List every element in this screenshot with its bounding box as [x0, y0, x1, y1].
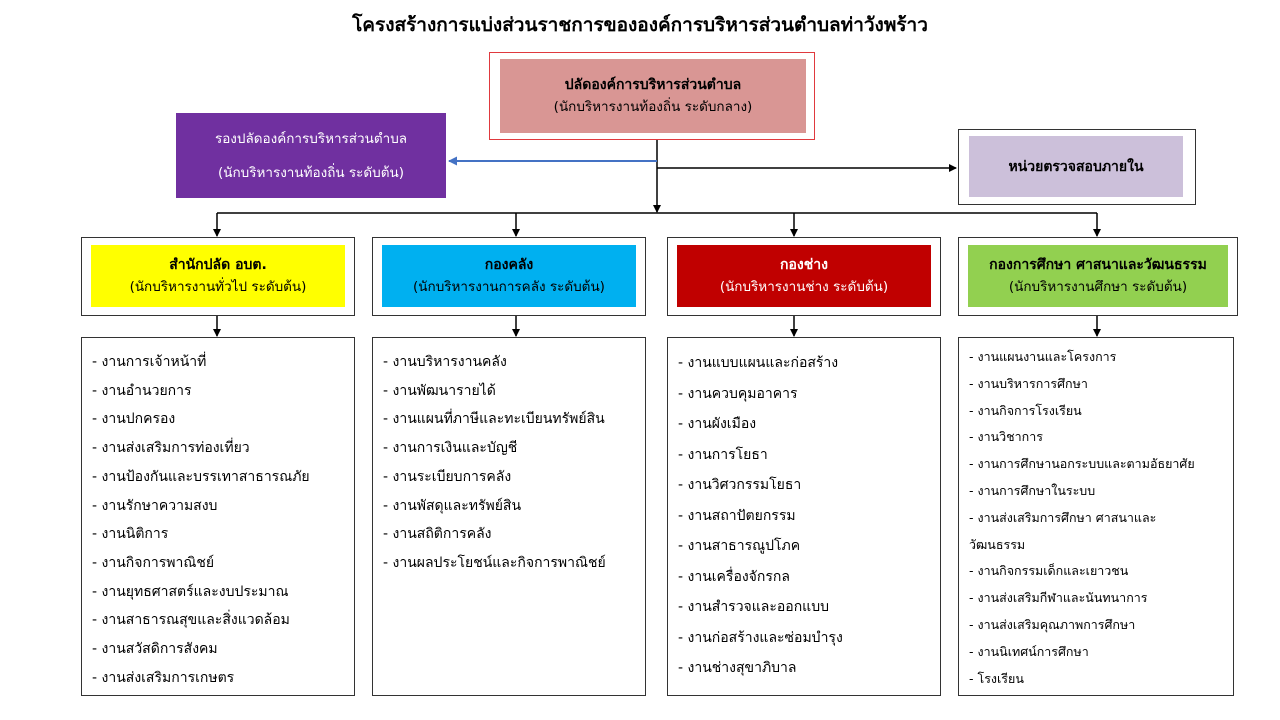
list-item: - งานส่งเสริมการท่องเที่ยว — [92, 440, 250, 457]
list-item: วัฒนธรรม — [969, 536, 1026, 552]
education-task-list: - งานแผนงานและโครงการ - งานบริหารการศึกษ… — [958, 337, 1234, 696]
list-item: - งานบริหารงานคลัง — [383, 354, 507, 370]
chief-position: (นักบริหารงานท้องถิ่น ระดับกลาง) — [553, 99, 753, 115]
list-item: - งานกิจการโรงเรียน — [969, 402, 1082, 418]
list-item: - งานอำนวยการ — [92, 382, 192, 399]
list-item: - งานบริหารการศึกษา — [969, 375, 1088, 391]
chief-box: ปลัดองค์การบริหารส่วนตำบล (นักบริหารงานท… — [500, 59, 806, 133]
list-item: - งานสาธารณสุขและสิ่งแวดล้อม — [92, 612, 290, 629]
list-item: - งานนิติการ — [92, 526, 169, 543]
list-item: - งานสถาปัตยกรรม — [678, 507, 796, 524]
engineering-position: (นักบริหารงานช่าง ระดับต้น) — [719, 279, 889, 295]
list-item: - งานส่งเสริมกีฬาและนันทนาการ — [969, 590, 1148, 606]
list-item: - งานควบคุมอาคาร — [678, 385, 798, 402]
list-item: - งานรักษาความสงบ — [92, 497, 218, 514]
finance-box: กองคลัง (นักบริหารงานการคลัง ระดับต้น) — [382, 245, 636, 307]
list-item: - งานวิชาการ — [969, 429, 1043, 445]
list-item: - งานระเบียบการคลัง — [383, 468, 512, 485]
chart-title: โครงสร้างการแบ่งส่วนราชการขององค์การบริห… — [352, 14, 928, 36]
chief-box-frame — [489, 52, 815, 140]
list-item: - งานเครื่องจักรกล — [678, 568, 790, 585]
education-box: กองการศึกษา ศาสนาและวัฒนธรรม (นักบริหารง… — [968, 245, 1228, 307]
list-item: - งานผลประโยชน์และกิจการพาณิชย์ — [383, 554, 606, 571]
list-item: - งานปกครอง — [92, 411, 176, 428]
deputy-box: รองปลัดองค์การบริหารส่วนตำบล (นักบริหารง… — [176, 113, 446, 198]
list-item: - งานกิจกรรมเด็กและเยาวชน — [969, 563, 1129, 579]
deputy-position: (นักบริหารงานท้องถิ่น ระดับต้น) — [217, 164, 404, 181]
list-item: - งานสำรวจและออกแบบ — [678, 599, 829, 615]
list-item: - งานก่อสร้างและซ่อมบำรุง — [678, 629, 843, 646]
list-item: - งานสถิติการคลัง — [383, 526, 492, 543]
list-item: - งานส่งเสริมการเกษตร — [92, 669, 235, 686]
list-item: - งานผังเมือง — [678, 416, 757, 432]
list-item: - งานการศึกษานอกระบบและตามอัธยาศัย — [969, 456, 1195, 472]
finance-position: (นักบริหารงานการคลัง ระดับต้น) — [413, 279, 605, 295]
list-item: - งานแผนงานและโครงการ — [969, 349, 1117, 364]
list-item: - งานแบบแผนและก่อสร้าง — [678, 355, 839, 371]
office-box: สำนักปลัด อบต. (นักบริหารงานทั่วไป ระดับ… — [91, 245, 345, 307]
list-item: - โรงเรียน — [969, 670, 1024, 686]
list-item: - งานแผนที่ภาษีและทะเบียนทรัพย์สิน — [383, 411, 605, 428]
engineering-box: กองช่าง (นักบริหารงานช่าง ระดับต้น) — [677, 245, 931, 307]
office-task-list: - งานการเจ้าหน้าที่ - งานอำนวยการ - งานป… — [81, 337, 355, 696]
chief-name: ปลัดองค์การบริหารส่วนตำบล — [564, 77, 742, 93]
list-item: - งานสาธารณูปโภค — [678, 538, 801, 554]
list-item: - งานนิเทศน์การศึกษา — [969, 643, 1089, 659]
list-item: - งานการศึกษาในระบบ — [969, 482, 1096, 498]
list-item: - งานช่างสุขาภิบาล — [678, 660, 797, 676]
finance-task-list: - งานบริหารงานคลัง - งานพัฒนารายได้ - งา… — [372, 337, 646, 696]
education-name: กองการศึกษา ศาสนาและวัฒนธรรม — [989, 257, 1207, 273]
list-item: - งานพัฒนารายได้ — [383, 382, 496, 399]
list-item: - งานวิศวกรรมโยธา — [678, 477, 802, 493]
list-item: - งานส่งเสริมคุณภาพการศึกษา — [969, 616, 1136, 632]
engineering-task-list: - งานแบบแผนและก่อสร้าง - งานควบคุมอาคาร … — [667, 337, 941, 696]
audit-box: หน่วยตรวจสอบภายใน — [969, 136, 1183, 197]
list-item: - งานกิจการพาณิชย์ — [92, 554, 215, 571]
finance-name: กองคลัง — [484, 257, 534, 273]
list-item: - งานการเจ้าหน้าที่ — [92, 354, 207, 370]
list-item: - งานป้องกันและบรรเทาสาธารณภัย — [92, 468, 310, 485]
engineering-name: กองช่าง — [780, 257, 828, 273]
list-item: - งานยุทธศาสตร์และงบประมาณ — [92, 583, 289, 600]
audit-box-frame — [958, 129, 1196, 205]
list-item: - งานการเงินและบัญชี — [383, 440, 518, 457]
office-name: สำนักปลัด อบต. — [169, 257, 267, 273]
list-item: - งานพัสดุและทรัพย์สิน — [383, 497, 522, 514]
deputy-name: รองปลัดองค์การบริหารส่วนตำบล — [214, 130, 408, 147]
audit-name: หน่วยตรวจสอบภายใน — [1008, 158, 1144, 175]
list-item: - งานสวัสดิการสังคม — [92, 641, 218, 658]
list-item: - งานการโยธา — [678, 446, 768, 463]
education-position: (นักบริหารงานศึกษา ระดับต้น) — [1008, 279, 1188, 295]
list-item: - งานส่งเสริมการศึกษา ศาสนาและ — [969, 509, 1157, 525]
office-position: (นักบริหารงานทั่วไป ระดับต้น) — [129, 279, 307, 295]
